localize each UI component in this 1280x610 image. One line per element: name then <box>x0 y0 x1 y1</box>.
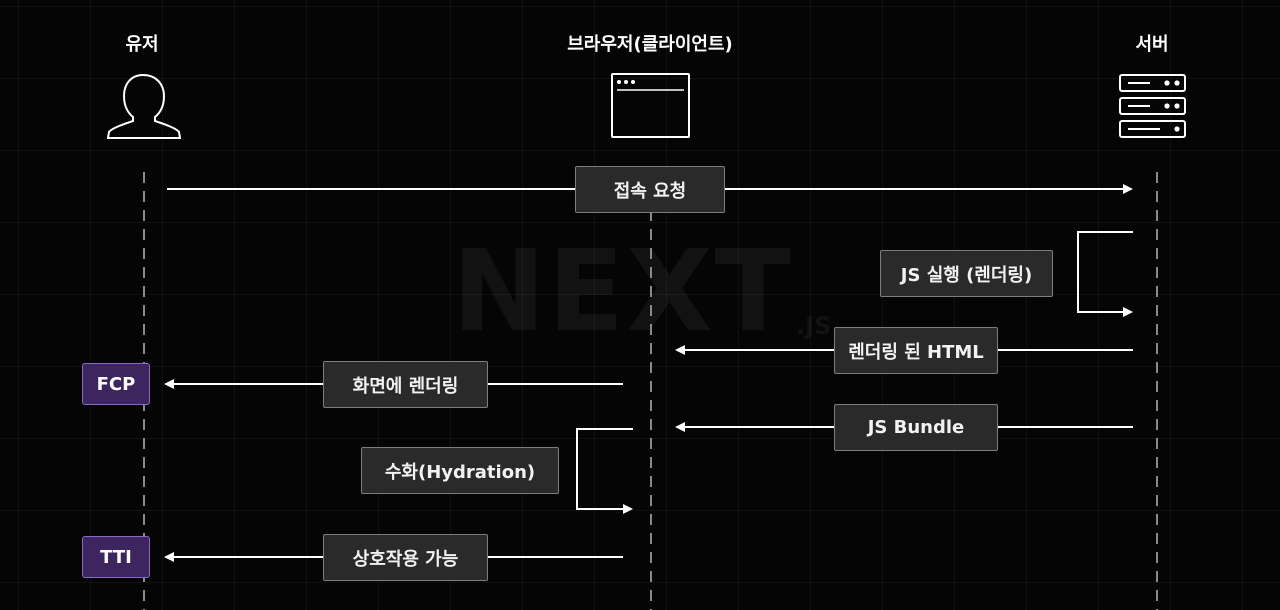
hydration-label: 수화(Hydration) <box>361 447 559 494</box>
server-actor-label: 서버 <box>1135 34 1169 55</box>
nextjs-watermark-sub: .JS <box>796 312 832 340</box>
server-rack-icon <box>1119 74 1186 138</box>
connect-request-label: 접속 요청 <box>575 166 725 213</box>
nextjs-watermark: NEXT <box>452 227 793 357</box>
hydration-loop-arrow <box>576 428 633 514</box>
browser-window-icon <box>611 73 690 138</box>
js-exec-loop-arrow <box>1077 231 1133 317</box>
rendered-html-label: 렌더링 된 HTML <box>834 327 998 374</box>
fcp-milestone-badge: FCP <box>82 363 150 405</box>
user-icon <box>106 73 182 139</box>
interactive-label: 상호작용 가능 <box>323 534 488 581</box>
js-exec-label: JS 실행 (렌더링) <box>880 250 1053 297</box>
user-actor-label: 유저 <box>125 34 159 55</box>
js-bundle-label: JS Bundle <box>834 404 998 451</box>
screen-render-label: 화면에 렌더링 <box>323 361 488 408</box>
browser-actor-label: 브라우저(클라이언트) <box>567 34 733 55</box>
tti-milestone-badge: TTI <box>82 536 150 578</box>
